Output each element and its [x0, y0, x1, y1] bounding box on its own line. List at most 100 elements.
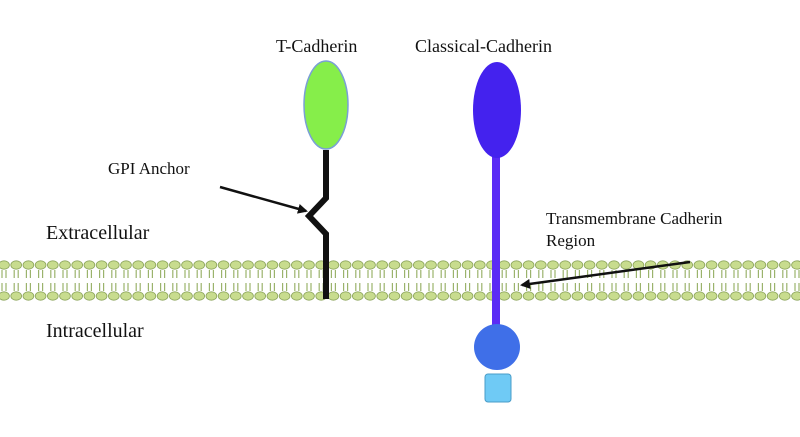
lipid-head [620, 260, 632, 270]
lipid-head [22, 260, 35, 270]
lipid-head [473, 260, 486, 270]
lipid-head [95, 260, 108, 270]
lipid-head [205, 291, 218, 301]
lipid-head [498, 260, 511, 270]
lipid-head [108, 291, 120, 301]
lipid-head [266, 291, 279, 301]
lipid-head [449, 260, 462, 270]
lipid-head [510, 291, 523, 301]
lipid-head [290, 291, 303, 301]
lipid-head [473, 291, 486, 301]
lipid-head [791, 291, 800, 301]
lipid-head [595, 260, 608, 270]
lipid-head [522, 291, 535, 301]
extracellular-label: Extracellular [46, 222, 150, 244]
lipid-head [278, 260, 291, 270]
lipid-head [571, 291, 584, 301]
lipid-head [83, 291, 96, 301]
lipid-head [34, 260, 47, 270]
lipid-head [10, 260, 23, 270]
lipid-head [583, 260, 596, 270]
lipid-head [376, 260, 389, 270]
lipid-head [730, 291, 742, 301]
gpi-anchor-label: GPI Anchor [108, 159, 190, 178]
gpi-anchor-arrow [219, 185, 308, 214]
lipid-head [46, 291, 59, 301]
lipid-head [193, 260, 206, 270]
lipid-head [59, 291, 71, 301]
lipid-head [169, 260, 181, 270]
lipid-head [595, 291, 608, 301]
lipid-head [83, 260, 96, 270]
lipid-head [169, 291, 181, 301]
lipid-head [449, 291, 462, 301]
lipid-head [278, 291, 291, 301]
lipid-head [144, 291, 157, 301]
lipid-head [742, 291, 754, 301]
lipid-head [22, 291, 35, 301]
lipid-bilayer-membrane [0, 260, 800, 301]
lipid-head [205, 260, 218, 270]
lipid-head [351, 291, 364, 301]
lipid-head [34, 291, 47, 301]
lipid-head [534, 260, 547, 270]
lipid-head [217, 291, 230, 301]
lipid-head [120, 260, 132, 270]
lipid-head [534, 291, 547, 301]
lipid-head [705, 260, 718, 270]
lipid-head [144, 260, 157, 270]
lipid-head [217, 260, 230, 270]
lipid-head [693, 291, 706, 301]
lipid-head [778, 260, 791, 270]
lipid-head [230, 291, 242, 301]
lipid-head [254, 291, 267, 301]
lipid-head [400, 260, 413, 270]
lipid-head [559, 260, 571, 270]
lipid-head [10, 291, 23, 301]
lipid-head [181, 260, 193, 270]
lipid-head [644, 291, 657, 301]
lipid-head [364, 260, 376, 270]
lipid-head [437, 291, 450, 301]
lipid-head [71, 291, 83, 301]
lipid-head [754, 260, 767, 270]
lipid-head [766, 260, 779, 270]
intracellular-label: Intracellular [46, 320, 144, 342]
lipid-head [571, 260, 584, 270]
lipid-head [388, 260, 401, 270]
lipid-head [522, 260, 535, 270]
lipid-head [108, 260, 120, 270]
lipid-head [376, 291, 389, 301]
lipid-head [608, 260, 620, 270]
transmembrane-label-line1: Transmembrane Cadherin [546, 209, 723, 228]
transmembrane-region-label: Transmembrane Cadherin Region [546, 208, 786, 252]
lipid-head [290, 260, 303, 270]
lipid-head [461, 260, 474, 270]
lipid-head [412, 291, 425, 301]
lipid-head [754, 291, 767, 301]
transmembrane-arrow [520, 260, 691, 289]
lipid-head [230, 260, 242, 270]
lipid-head [327, 291, 340, 301]
lipid-head [547, 260, 559, 270]
classical-cadherin-cytoplasmic-tail [484, 373, 512, 403]
lipid-head [766, 291, 779, 301]
lipid-head [181, 291, 193, 301]
lipid-head [461, 291, 474, 301]
lipid-head [705, 291, 718, 301]
lipid-head [559, 291, 571, 301]
lipid-head [95, 291, 108, 301]
lipid-head [339, 260, 352, 270]
lipid-head [717, 260, 730, 270]
lipid-head [0, 291, 10, 301]
lipid-head [656, 291, 669, 301]
classical-cadherin-cytoplasmic-domain [474, 324, 520, 370]
gpi-anchor-stalk [304, 150, 329, 299]
lipid-head [669, 291, 681, 301]
lipid-head [412, 260, 425, 270]
lipid-head [400, 291, 413, 301]
classical-cadherin-label: Classical-Cadherin [415, 36, 552, 56]
lipid-head [59, 260, 71, 270]
